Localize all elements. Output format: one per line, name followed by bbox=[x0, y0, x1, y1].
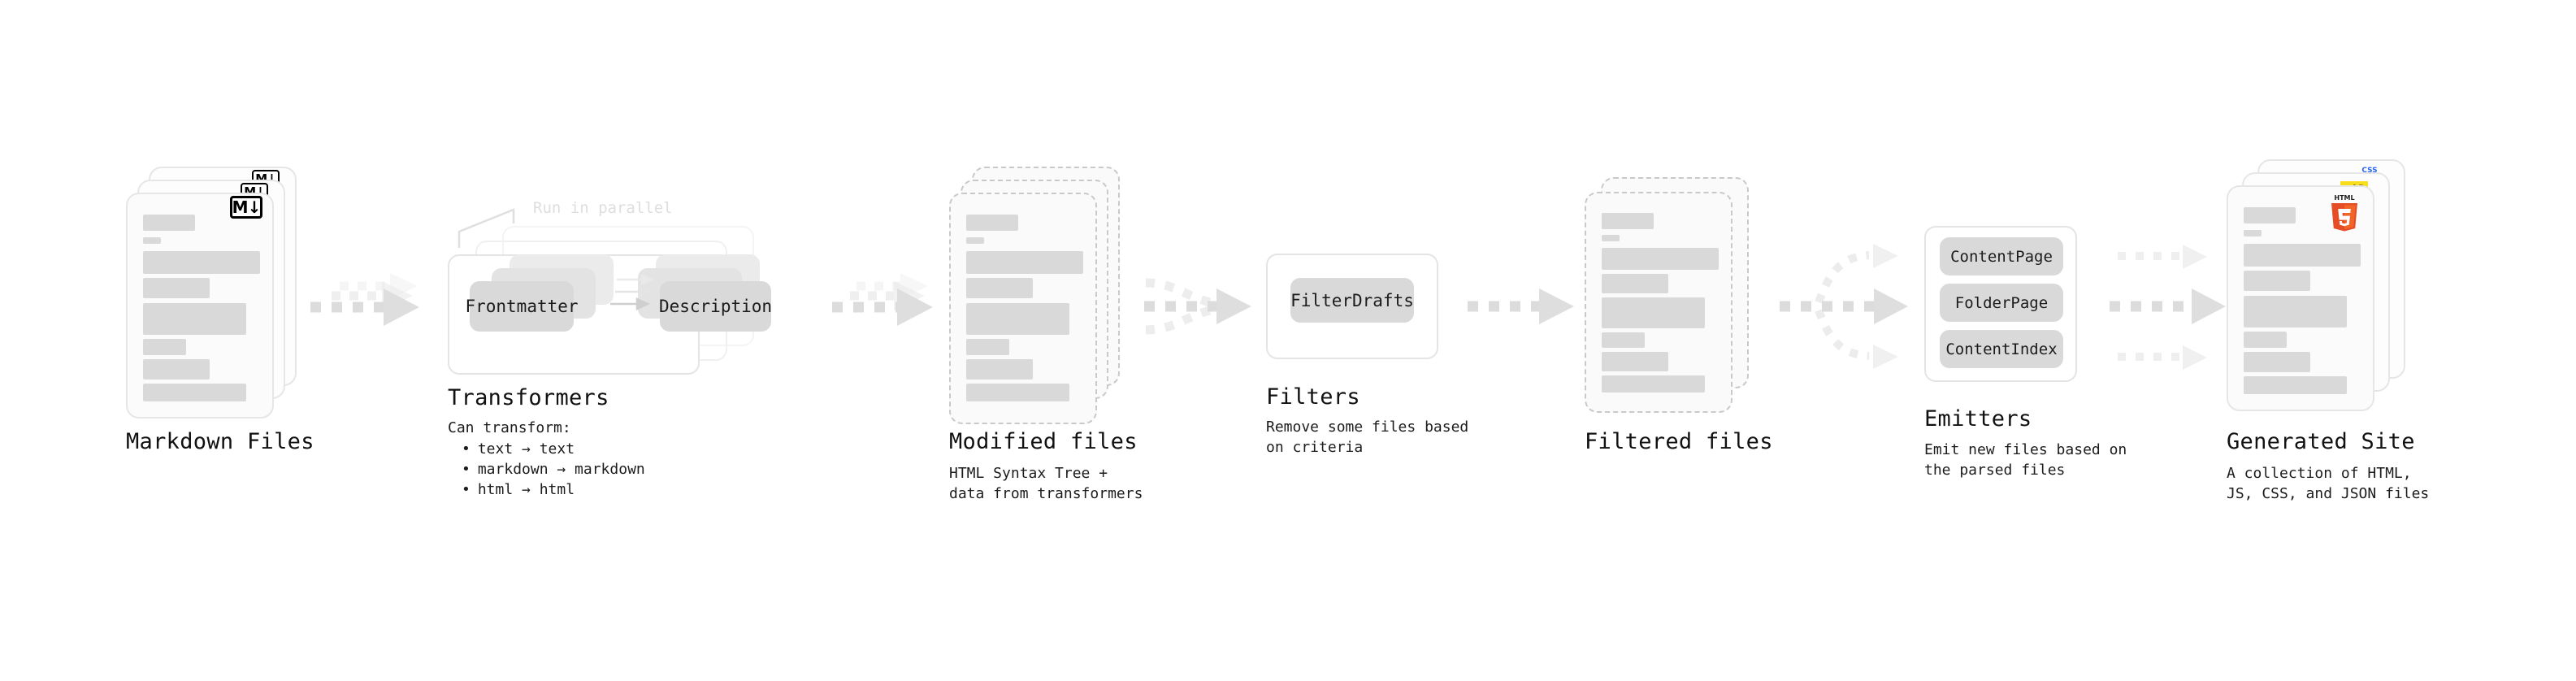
skeleton-bar bbox=[2244, 376, 2347, 394]
transformer-chip-description[interactable]: Description bbox=[659, 281, 772, 332]
markdown-badge-icon: M↓ bbox=[230, 196, 262, 219]
skeleton-bar bbox=[966, 359, 1033, 380]
modified-file-front bbox=[949, 193, 1097, 424]
transformers-capabilities-lead: Can transform: bbox=[448, 419, 571, 436]
skeleton-bar bbox=[143, 215, 195, 231]
stage-caption-filters: Remove some files based on criteria bbox=[1266, 419, 1469, 456]
skeleton-bar bbox=[966, 384, 1069, 401]
transformers-capability-item: text → text bbox=[462, 439, 645, 459]
stage-title-modified-files: Modified files bbox=[949, 429, 1138, 454]
skeleton-bar bbox=[2244, 244, 2361, 267]
markdown-file-stack: M↓ M↓ M↓ bbox=[126, 167, 297, 419]
arrow-filtered-to-emitters bbox=[1780, 244, 1908, 369]
skeleton-bar bbox=[966, 278, 1033, 298]
skeleton-bar bbox=[1602, 375, 1705, 393]
skeleton-bar bbox=[143, 237, 161, 244]
skeleton-bar bbox=[2244, 230, 2262, 236]
html5-badge-icon: HTML bbox=[2327, 193, 2361, 232]
arrow-emitters-to-site bbox=[2110, 245, 2226, 370]
transformers-capability-item: html → html bbox=[462, 479, 645, 500]
skeleton-bar bbox=[966, 303, 1069, 335]
transformers-capability-item: markdown → markdown bbox=[462, 459, 645, 479]
modified-file-stack bbox=[949, 167, 1120, 427]
skeleton-bar bbox=[143, 384, 246, 401]
skeleton-bar bbox=[143, 339, 186, 355]
arrow-filters-to-filtered bbox=[1468, 288, 1574, 324]
stage-title-filters: Filters bbox=[1266, 384, 1360, 410]
skeleton-bar bbox=[143, 303, 246, 335]
transformers-capabilities: Can transform: text → text markdown → ma… bbox=[448, 418, 645, 500]
filtered-file-stack bbox=[1585, 177, 1755, 429]
transformer-chip-frontmatter[interactable]: Frontmatter bbox=[465, 281, 579, 332]
skeleton-bar bbox=[1602, 235, 1620, 241]
stage-title-markdown-files: Markdown Files bbox=[126, 429, 314, 454]
generated-site-file-stack: CSS JS HTML bbox=[2227, 159, 2405, 419]
skeleton-bar bbox=[1602, 332, 1645, 348]
stage-caption-modified-files: HTML Syntax Tree + data from transformer… bbox=[949, 465, 1143, 502]
stage-title-filtered-files: Filtered files bbox=[1585, 429, 1773, 454]
filtered-file-front bbox=[1585, 192, 1733, 413]
skeleton-bar bbox=[2244, 207, 2296, 223]
emitters-chip-contentpage[interactable]: ContentPage bbox=[1940, 237, 2063, 275]
stage-caption-generated-site: A collection of HTML, JS, CSS, and JSON … bbox=[2227, 465, 2430, 502]
arrow-modified-to-filters bbox=[1144, 278, 1251, 335]
run-in-parallel-annotation: Run in parallel bbox=[533, 199, 673, 217]
stage-caption-emitters: Emit new files based on the parsed files bbox=[1924, 441, 2127, 479]
arrow-transformers-to-modified bbox=[832, 273, 933, 326]
emitters-chip-folderpage[interactable]: FolderPage bbox=[1940, 284, 2063, 322]
skeleton-bar bbox=[1602, 274, 1668, 293]
skeleton-bar bbox=[966, 215, 1018, 231]
arrow-markdown-to-transformers bbox=[310, 273, 419, 326]
skeleton-bar bbox=[143, 251, 260, 274]
skeleton-bar bbox=[1602, 248, 1719, 270]
skeleton-bar bbox=[1602, 352, 1668, 371]
skeleton-bar bbox=[2244, 296, 2347, 327]
skeleton-bar bbox=[966, 251, 1083, 274]
stage-title-generated-site: Generated Site bbox=[2227, 429, 2415, 454]
skeleton-bar bbox=[1602, 297, 1705, 328]
skeleton-bar bbox=[2244, 352, 2310, 372]
skeleton-bar bbox=[143, 359, 210, 380]
markdown-file-front bbox=[126, 193, 274, 419]
stage-title-emitters: Emitters bbox=[1924, 406, 2032, 432]
skeleton-bar bbox=[143, 278, 210, 298]
emitters-chip-contentindex[interactable]: ContentIndex bbox=[1940, 330, 2063, 368]
filters-chip-filterdrafts[interactable]: FilterDrafts bbox=[1290, 278, 1414, 323]
skeleton-bar bbox=[1602, 213, 1654, 229]
skeleton-bar bbox=[966, 237, 984, 244]
stage-title-transformers: Transformers bbox=[448, 385, 609, 410]
generated-file-front-html bbox=[2227, 185, 2374, 411]
html5-badge-wordmark: HTML bbox=[2334, 194, 2354, 202]
skeleton-bar bbox=[2244, 332, 2287, 348]
skeleton-bar bbox=[2244, 271, 2310, 291]
skeleton-bar bbox=[966, 339, 1009, 355]
